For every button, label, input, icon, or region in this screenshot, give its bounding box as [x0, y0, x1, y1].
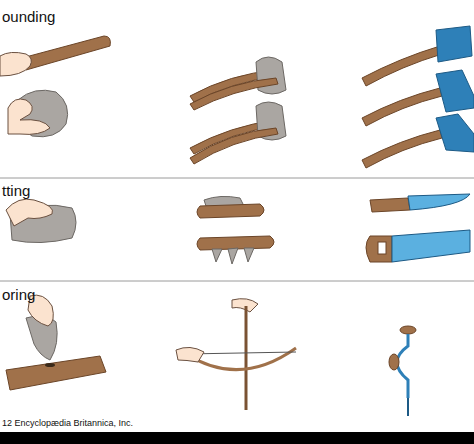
section-label: ounding	[2, 8, 55, 25]
section-label: tting	[2, 182, 30, 199]
section-label: oring	[2, 286, 35, 303]
copyright-note: 12 Encyclopædia Britannica, Inc.	[2, 418, 133, 428]
